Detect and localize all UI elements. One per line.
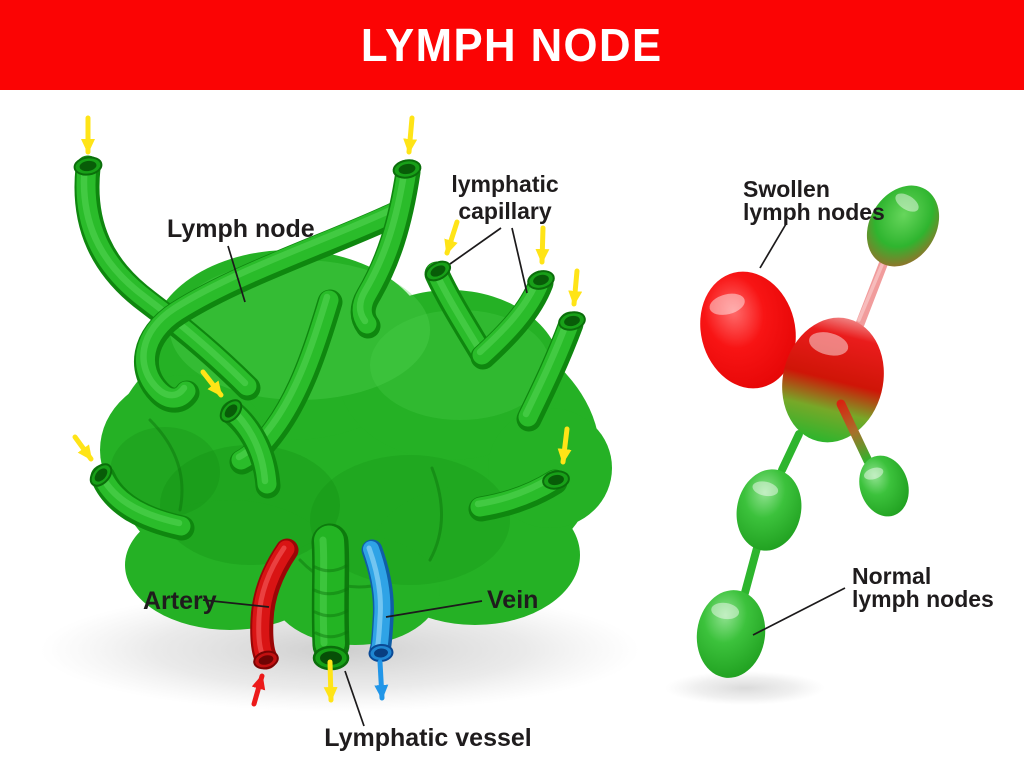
swollen-connector-highlight [857, 263, 884, 322]
vein-vessel [369, 548, 394, 663]
artery-flow-arrow [251, 673, 266, 707]
label-normal-line1: Normal [852, 563, 931, 589]
pointer-lymphatic-capillary-2 [511, 227, 528, 294]
normal-connector [739, 544, 761, 604]
lymph-inflow-arrow [403, 115, 418, 155]
pointer-lymphatic-capillary-1 [449, 227, 502, 265]
pointer-lymphatic-vessel [344, 670, 365, 727]
vein-flow-arrow [374, 659, 389, 701]
capillary-opening [73, 156, 103, 176]
label-swollen-line1: Swollen [743, 176, 830, 202]
normal-connector [778, 430, 803, 474]
pointer-artery [202, 599, 270, 608]
label-lymph-node: Lymph node [167, 215, 315, 243]
swollen-lymph-node [782, 317, 884, 443]
capillary-opening [392, 159, 422, 179]
ground-shadow-chain [665, 671, 825, 705]
lymph-inflow-arrow [568, 268, 583, 307]
label-lymphatic-capillary-line1: lymphatic [451, 171, 559, 197]
capillary-opening [89, 463, 113, 487]
lymph-inflow-arrow [535, 225, 550, 265]
normal-lymph-node [696, 590, 766, 678]
capillary-opening [219, 399, 243, 423]
swollen-lymph-node [700, 271, 796, 389]
pointer-vein [385, 600, 483, 618]
label-normal-line2: lymph nodes [852, 586, 994, 612]
label-artery: Artery [143, 587, 217, 615]
lymph-inflow-arrow [200, 369, 224, 398]
label-vein: Vein [487, 586, 538, 614]
page-title: LYMPH NODE [361, 19, 663, 71]
capillary-opening [558, 311, 586, 331]
label-lymphatic-capillary-line2: capillary [458, 198, 552, 224]
label-lymphatic-vessel: Lymphatic vessel [324, 724, 532, 752]
lymph-node-chain [696, 185, 940, 678]
lymph-inflow-arrow [557, 426, 572, 465]
capillary-opening [424, 260, 452, 282]
pointer-lymph-node [227, 245, 246, 303]
normal-lymph-node [736, 469, 802, 551]
pointer-normal [752, 587, 846, 636]
lymph-inflow-arrow [444, 219, 460, 256]
lymphatic-vessel [314, 540, 348, 671]
title-banner: LYMPH NODE [0, 0, 1024, 90]
label-swollen-line2: lymph nodes [743, 199, 885, 225]
swollen-to-normal-connector [836, 399, 873, 466]
lymph-inflow-arrow [72, 434, 94, 462]
artery-vessel [252, 548, 287, 671]
capillary-opening [542, 470, 570, 490]
normal-lymph-node [859, 455, 909, 517]
lymph-outflow-arrow [323, 659, 338, 703]
swollen-lymph-node [866, 185, 940, 267]
pointer-swollen [759, 223, 787, 269]
capillary-opening [527, 270, 555, 290]
